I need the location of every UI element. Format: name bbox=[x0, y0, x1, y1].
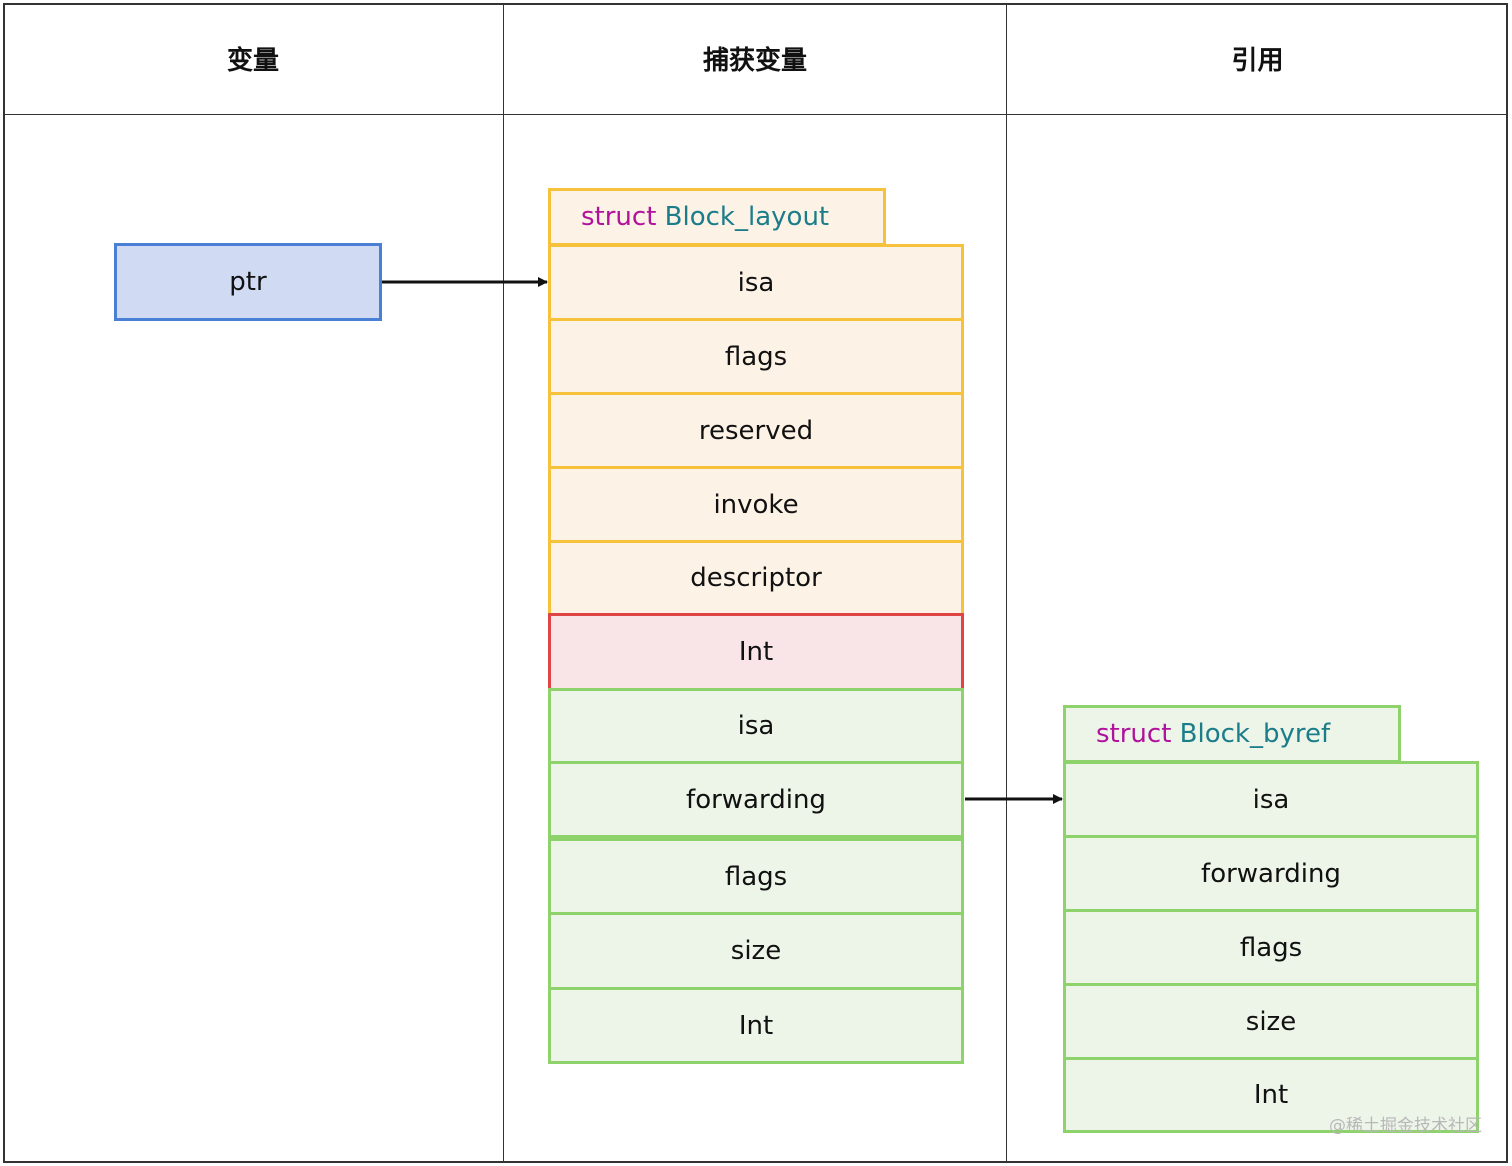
layout-byref-flags: flags bbox=[548, 838, 964, 915]
byref-field-int-label: Int bbox=[1253, 1080, 1289, 1110]
byref-field-isa: isa bbox=[1063, 761, 1479, 838]
layout-field-descriptor-label: descriptor bbox=[690, 563, 822, 593]
header-divider bbox=[3, 114, 1508, 115]
layout-byref-flags-label: flags bbox=[724, 861, 788, 892]
byref-field-flags-label: flags bbox=[1239, 932, 1303, 963]
block-byref-struct-keyword: struct bbox=[1096, 719, 1172, 749]
layout-field-invoke-label: invoke bbox=[713, 489, 799, 520]
byref-field-forwarding-label: forwarding bbox=[1201, 858, 1341, 889]
byref-field-forwarding: forwarding bbox=[1063, 835, 1479, 912]
layout-field-invoke: invoke bbox=[548, 466, 964, 543]
byref-field-isa-label: isa bbox=[1252, 784, 1290, 815]
column-header-reference: 引用 bbox=[1231, 46, 1284, 76]
byref-field-int: Int bbox=[1063, 1057, 1479, 1133]
layout-field-descriptor: descriptor bbox=[548, 540, 964, 616]
layout-byref-size-label: size bbox=[730, 936, 782, 966]
layout-byref-forwarding: forwarding bbox=[548, 761, 964, 838]
layout-byref-forwarding-label: forwarding bbox=[686, 784, 826, 815]
column-header-captured: 捕获变量 bbox=[702, 46, 807, 76]
column-divider-2 bbox=[1006, 3, 1007, 1163]
layout-field-reserved-label: reserved bbox=[698, 415, 814, 446]
layout-field-isa: isa bbox=[548, 244, 964, 321]
column-divider-1 bbox=[503, 3, 504, 1163]
variable-ptr-label: ptr bbox=[229, 267, 267, 297]
block-layout-header: struct Block_layout bbox=[548, 188, 886, 246]
variable-ptr-box: ptr bbox=[114, 243, 382, 321]
byref-field-size-label: size bbox=[1245, 1006, 1297, 1037]
layout-field-isa-label: isa bbox=[737, 267, 775, 298]
layout-field-flags: flags bbox=[548, 318, 964, 395]
layout-field-flags-label: flags bbox=[724, 341, 788, 372]
layout-captured-int-label: Int bbox=[738, 637, 774, 667]
layout-byref-int-label: Int bbox=[738, 1010, 774, 1041]
watermark: @稀土掘金技术社区 bbox=[1329, 1116, 1482, 1136]
table-frame bbox=[3, 3, 1508, 1163]
column-header-variable: 变量 bbox=[226, 46, 279, 76]
block-layout-struct-keyword: struct bbox=[581, 202, 657, 232]
layout-byref-int: Int bbox=[548, 987, 964, 1064]
layout-captured-int: Int bbox=[548, 613, 964, 691]
block-byref-type-name: Block_byref bbox=[1179, 719, 1331, 749]
layout-byref-isa-label: isa bbox=[737, 711, 775, 741]
block-layout-type-name: Block_layout bbox=[664, 202, 830, 232]
layout-byref-size: size bbox=[548, 912, 964, 990]
